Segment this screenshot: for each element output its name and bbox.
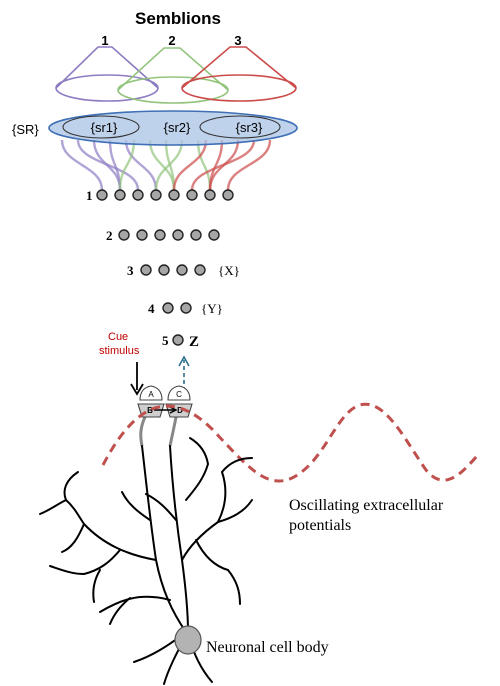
oscillation-label-line1: Oscillating extracellular (289, 497, 444, 514)
node-row1-5 (168, 189, 180, 201)
semblion-cone-2 (117, 47, 229, 104)
synapse-group: A B C D (137, 385, 193, 447)
sr3-label: {sr3} (236, 120, 263, 135)
node-row2-5 (190, 229, 202, 241)
diagram-title: Semblions (135, 9, 221, 28)
semblion-number-2: 2 (168, 33, 175, 48)
oscillation-wave (101, 402, 480, 483)
oscillation-label-line2: potentials (289, 517, 351, 534)
synapse-label-d: D (177, 406, 183, 415)
semblion-cone-3 (181, 46, 297, 102)
semblion-number-1: 1 (101, 33, 108, 48)
row-number-2: 2 (106, 228, 113, 243)
node-row1-8 (222, 189, 234, 201)
sr-connector-fan (60, 139, 272, 191)
node-row2-6 (208, 229, 220, 241)
sr-label: {SR} (12, 122, 39, 137)
row-number-5: 5 (162, 333, 169, 348)
node-row2-2 (136, 229, 148, 241)
node-row3-4 (194, 264, 206, 276)
synapse-label-a: A (148, 390, 154, 399)
cue-label-line2: stimulus (99, 345, 140, 357)
node-row3-1 (140, 264, 152, 276)
synapse-label-c: C (176, 390, 182, 399)
node-row4-2 (180, 302, 192, 314)
connector-line-s2-1 (118, 139, 136, 191)
node-row3-2 (158, 264, 170, 276)
connector-line-s1-4 (108, 139, 122, 191)
connector-line-s3-1 (172, 139, 208, 191)
sr1-label: {sr1} (91, 120, 118, 135)
sr1-ellipse (62, 115, 140, 139)
sr-set-ellipse (48, 110, 298, 146)
node-row1-3 (132, 189, 144, 201)
row-number-1: 1 (86, 188, 93, 203)
connector-line-s2-4 (154, 139, 184, 191)
node-row1-6 (186, 189, 198, 201)
connector-line-s3-5 (226, 139, 272, 191)
cue-arrow (130, 362, 144, 396)
set-z-label: Z (189, 334, 199, 350)
sr2-label: {sr2} (164, 120, 191, 135)
connector-line-s1-5 (124, 139, 158, 191)
node-row4-1 (162, 302, 174, 314)
cell-body-label: Neuronal cell body (206, 639, 329, 656)
neuron-dendrites (39, 437, 253, 685)
node-row1-2 (114, 189, 126, 201)
synapse-terminal-c (167, 385, 191, 401)
node-row2-4 (172, 229, 184, 241)
neuronal-cell-body (174, 625, 202, 655)
node-row2-3 (154, 229, 166, 241)
node-row5-1 (172, 334, 184, 346)
synapse-terminal-a (139, 385, 163, 401)
node-rows (96, 189, 234, 346)
set-y-label: {Y} (201, 301, 223, 316)
row-number-4: 4 (148, 301, 155, 316)
synapse-label-b: B (147, 406, 153, 415)
node-row3-3 (176, 264, 188, 276)
connector-line-s3-4 (190, 139, 256, 191)
z-output-arrow (178, 355, 190, 398)
semblion-number-3: 3 (234, 33, 241, 48)
row-number-3: 3 (127, 263, 134, 278)
sr3-ellipse (199, 115, 281, 139)
node-row1-1 (96, 189, 108, 201)
connector-line-s1-1 (60, 139, 104, 191)
node-row1-7 (204, 189, 216, 201)
node-row1-4 (150, 189, 162, 201)
set-x-label: {X} (218, 263, 240, 278)
cue-label-line1: Cue (108, 331, 128, 343)
node-row2-1 (118, 229, 130, 241)
semblion-cone-1 (55, 46, 159, 102)
